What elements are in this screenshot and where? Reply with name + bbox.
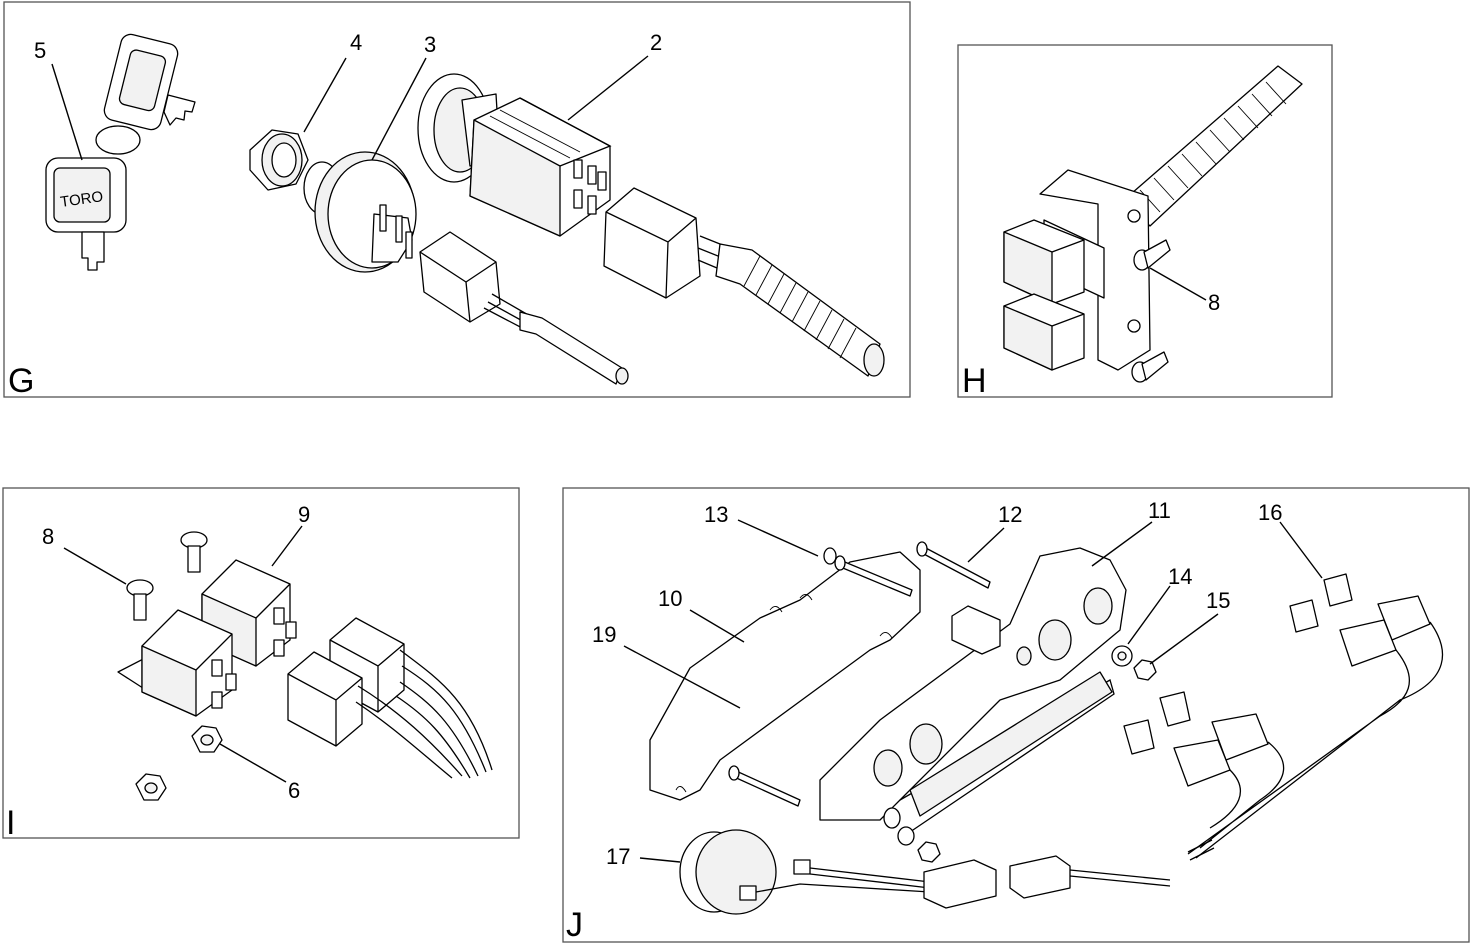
screw-upper — [1133, 239, 1171, 271]
leader-17 — [639, 857, 681, 863]
pin-upper-head — [834, 555, 846, 571]
nut-2 — [135, 773, 167, 801]
callout-8-h: 8 — [1208, 290, 1220, 315]
leader-19 — [623, 645, 741, 709]
panel-g: TORO — [3, 1, 911, 400]
callout-4: 4 — [350, 30, 362, 55]
rocker-switch — [469, 97, 612, 237]
leader-16 — [1279, 521, 1323, 579]
callout-9: 9 — [298, 502, 310, 527]
washer-lower — [897, 826, 915, 846]
lamp-harness — [1123, 573, 1444, 861]
hex-nut — [249, 129, 309, 191]
leader-9 — [271, 525, 303, 567]
callout-3: 3 — [424, 32, 436, 57]
nut-1 — [191, 725, 223, 753]
leader-8-i — [63, 547, 127, 585]
leader-2 — [567, 55, 649, 121]
relay-lower — [1003, 293, 1085, 371]
panel-j-frame — [562, 487, 1470, 943]
nut-lower — [917, 841, 941, 863]
panel-letter-i: I — [6, 804, 15, 842]
relay-front — [141, 609, 237, 717]
callout-17: 17 — [606, 844, 630, 869]
washer-14-hole — [1117, 651, 1127, 661]
callout-13: 13 — [704, 502, 728, 527]
switch-connector — [419, 231, 629, 385]
instrument-housing — [819, 547, 1127, 833]
callout-5: 5 — [34, 38, 46, 63]
leader-11 — [1091, 521, 1153, 567]
panel-g-frame — [3, 1, 911, 398]
leader-12 — [967, 527, 1005, 563]
panel-letter-g: G — [8, 362, 34, 400]
callout-14: 14 — [1168, 564, 1192, 589]
relay-upper — [1003, 219, 1085, 305]
leader-5 — [51, 63, 83, 161]
panel-h-frame — [957, 44, 1333, 398]
panel-j: 13 12 11 14 15 16 10 19 17 J — [562, 487, 1470, 944]
relay-connectors — [287, 617, 493, 779]
screw-lower — [1131, 351, 1169, 383]
leader-4 — [303, 57, 347, 133]
nut-15 — [1133, 659, 1157, 681]
callout-10: 10 — [658, 586, 682, 611]
callout-11: 11 — [1148, 498, 1171, 523]
callout-8-i: 8 — [42, 524, 54, 549]
callout-15: 15 — [1206, 588, 1230, 613]
washer-13 — [823, 547, 837, 565]
panel-i: 8 9 6 I — [2, 487, 520, 842]
rocker-connector — [603, 187, 885, 377]
callout-2: 2 — [650, 30, 662, 55]
callout-6: 6 — [288, 778, 300, 803]
leader-8-h — [1149, 267, 1207, 301]
pin-lower — [731, 769, 801, 807]
ignition-keys: TORO — [45, 33, 196, 271]
callout-19: 19 — [592, 622, 616, 647]
leader-15 — [1149, 613, 1219, 665]
callout-16: 16 — [1258, 500, 1282, 525]
pin-12 — [919, 545, 991, 589]
leader-10 — [689, 609, 745, 643]
ignition-switch — [303, 151, 417, 273]
bolt-top — [180, 531, 208, 573]
panel-i-frame — [2, 487, 520, 839]
key-label: TORO — [59, 188, 104, 211]
leader-14 — [1127, 585, 1171, 645]
panel-h: 8 H — [957, 44, 1333, 400]
leader-6 — [219, 743, 287, 783]
bolt-left — [126, 579, 154, 621]
leader-3 — [371, 57, 427, 161]
panel-letter-h: H — [962, 362, 987, 400]
pin-12-head — [916, 541, 928, 557]
callout-12: 12 — [998, 502, 1022, 527]
gasket-plate — [649, 551, 921, 801]
buzzer-alarm — [679, 829, 1171, 915]
panel-letter-j: J — [566, 906, 583, 944]
leader-13 — [737, 519, 819, 557]
corrugated-tube — [1123, 65, 1303, 227]
pin-lower-head — [728, 765, 740, 781]
